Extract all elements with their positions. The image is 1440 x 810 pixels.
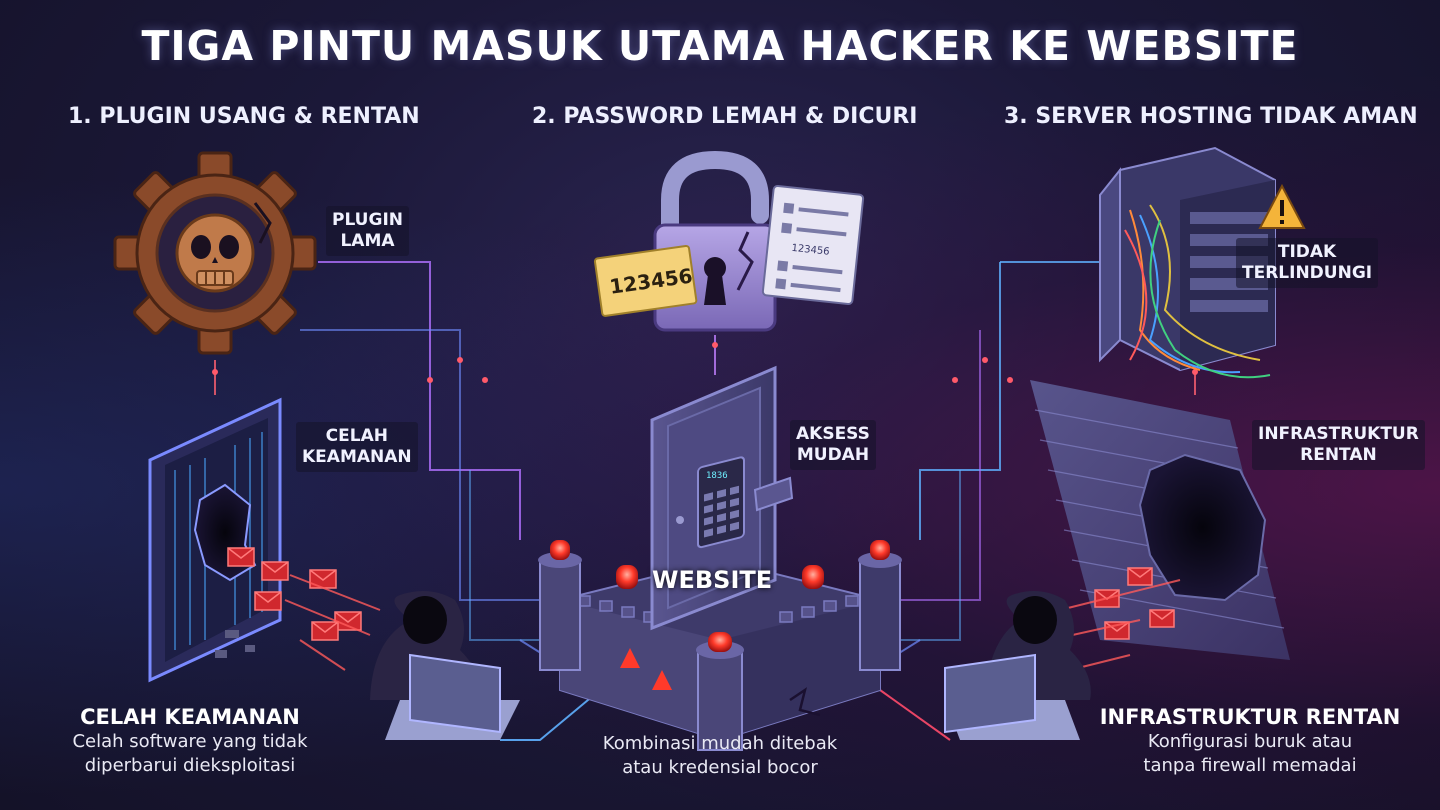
hacker-laptop-icon <box>370 591 520 740</box>
email-envelope-icon <box>1094 567 1175 640</box>
warning-triangle-icon <box>620 648 672 690</box>
caption-title: INFRASTRUKTUR RENTAN <box>1099 705 1401 729</box>
keypad-display: 1836 <box>706 471 728 481</box>
tag-line: LAMA <box>340 231 395 251</box>
rusty-gear-skull-icon <box>113 151 317 355</box>
tag-line: AKSESS <box>796 424 870 444</box>
sticky-note-icon: 123456 <box>593 244 698 317</box>
tag-line: PLUGIN <box>332 210 403 230</box>
caption-infrastruktur-rentan: INFRASTRUKTUR RENTAN Konfigurasi buruk a… <box>1090 704 1410 778</box>
caption-line: Kombinasi mudah ditebak <box>602 733 838 754</box>
warning-triangle-icon <box>1258 183 1306 229</box>
tag-line: MUDAH <box>796 445 870 465</box>
card-password-text: 123456 <box>791 243 830 258</box>
alarm-siren-icon <box>550 540 890 652</box>
caption-celah-keamanan: CELAH KEAMANAN Celah software yang tidak… <box>40 704 340 778</box>
tag-plugin-lama: PLUGIN LAMA <box>326 206 409 256</box>
cracked-door-icon <box>148 397 282 683</box>
tag-celah-keamanan: CELAH KEAMANAN <box>296 422 418 472</box>
caption-password: Kombinasi mudah ditebak atau kredensial … <box>560 732 880 780</box>
caption-line: atau kredensial bocor <box>622 757 818 778</box>
tag-line: CELAH <box>325 426 388 446</box>
castle-icon <box>538 540 902 751</box>
tag-line: RENTAN <box>1300 445 1377 465</box>
section-heading-server: 3. SERVER HOSTING TIDAK AMAN <box>1004 104 1418 129</box>
section-heading-plugin: 1. PLUGIN USANG & RENTAN <box>68 104 420 129</box>
tag-infrastruktur-rentan: INFRASTRUKTUR RENTAN <box>1252 420 1425 470</box>
caption-line: Celah software yang tidak <box>72 731 308 752</box>
tag-aksess-mudah: AKSESS MUDAH <box>790 420 876 470</box>
website-label: WEBSITE <box>652 566 773 594</box>
circuit-nodes <box>212 342 1198 383</box>
tag-tidak-terlindungi: TIDAK TERLINDUNGI <box>1236 238 1379 288</box>
caption-title: CELAH KEAMANAN <box>80 705 300 729</box>
tag-line: TIDAK <box>1277 242 1337 262</box>
section-heading-password: 2. PASSWORD LEMAH & DICURI <box>532 104 918 129</box>
cracked-door-center: 1836 <box>650 365 794 631</box>
tag-line: KEAMANAN <box>302 447 412 467</box>
tag-line: TERLINDUNGI <box>1242 263 1373 283</box>
caption-line: tanpa firewall memadai <box>1143 755 1357 776</box>
password-card-icon: 123456 <box>761 184 865 306</box>
hacker-laptop-icon <box>944 591 1091 740</box>
attack-streaks-left <box>284 574 381 671</box>
caption-line: diperbarui dieksploitasi <box>84 755 296 776</box>
caption-line: Konfigurasi buruk atau <box>1147 731 1353 752</box>
tag-line: INFRASTRUKTUR <box>1258 424 1419 444</box>
page-title: TIGA PINTU MASUK UTAMA HACKER KE WEBSITE <box>141 22 1299 70</box>
